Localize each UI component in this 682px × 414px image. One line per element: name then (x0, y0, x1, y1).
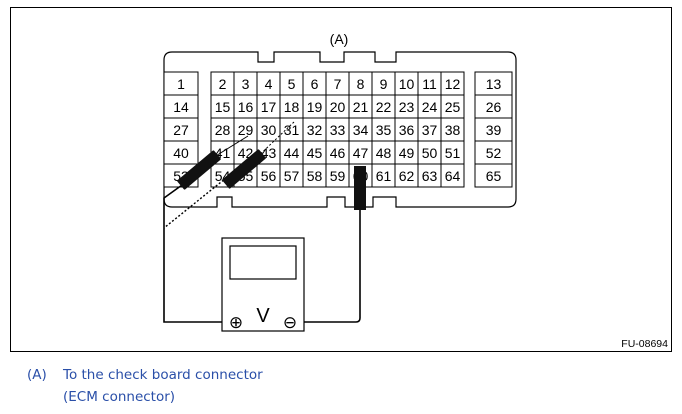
terminal-number: 17 (261, 99, 277, 115)
terminal-number: 4 (265, 76, 273, 92)
terminal-number: 40 (173, 145, 189, 161)
terminal-number: 10 (399, 76, 415, 92)
terminal-number: 57 (284, 168, 300, 184)
probe-middle (222, 149, 266, 189)
probe-wire-left (163, 179, 228, 323)
terminal-number: 38 (445, 122, 461, 138)
terminal-number: 65 (486, 168, 502, 184)
terminal-number: 52 (486, 145, 502, 161)
voltmeter-minus-terminal: ⊖ (283, 313, 297, 333)
terminal-block-right: 13 26 39 52 65 (474, 71, 513, 188)
terminal-number: 47 (353, 145, 369, 161)
terminal-number: 44 (284, 145, 300, 161)
terminal-number: 5 (288, 76, 296, 92)
terminal-number: 9 (380, 76, 388, 92)
terminal-number: 33 (330, 122, 346, 138)
terminal-number: 15 (215, 99, 231, 115)
terminal-number: 24 (422, 99, 438, 115)
terminal-number: 59 (330, 168, 346, 184)
terminal-number: 32 (307, 122, 323, 138)
terminal-number: 36 (399, 122, 415, 138)
terminal-number: 39 (486, 122, 502, 138)
terminal-number: 31 (284, 122, 300, 138)
terminal-number: 12 (445, 76, 461, 92)
terminal-number: 30 (261, 122, 277, 138)
voltmeter-plus-terminal: ⊕ (229, 313, 243, 333)
terminal-number: 28 (215, 122, 231, 138)
terminal-number: 27 (173, 122, 189, 138)
terminal-number: 37 (422, 122, 438, 138)
terminal-number: 22 (376, 99, 392, 115)
terminal-number: 25 (445, 99, 461, 115)
terminal-number: 61 (376, 168, 392, 184)
terminal-number: 21 (353, 99, 369, 115)
terminal-cell (474, 163, 513, 188)
terminal-number: 51 (445, 145, 461, 161)
connector-label: (A) (330, 31, 349, 47)
terminal-number: 18 (284, 99, 300, 115)
terminal-number: 49 (399, 145, 415, 161)
terminal-number: 63 (422, 168, 438, 184)
terminal-number: 13 (486, 76, 502, 92)
caption-tag: (A) (27, 367, 47, 383)
terminal-number: 48 (376, 145, 392, 161)
terminal-number: 6 (311, 76, 319, 92)
terminal-number: 29 (238, 122, 254, 138)
voltmeter-display (229, 245, 297, 280)
terminal-number: 2 (219, 76, 227, 92)
voltmeter-unit: V (256, 305, 270, 327)
terminal-number: 3 (242, 76, 250, 92)
terminal-number: 14 (173, 99, 189, 115)
probe-wire-right (298, 210, 361, 323)
terminal-number: 35 (376, 122, 392, 138)
terminal-number: 46 (330, 145, 346, 161)
terminal-number: 56 (261, 168, 277, 184)
terminal-number: 34 (353, 122, 369, 138)
terminal-number: 16 (238, 99, 254, 115)
terminal-number: 50 (422, 145, 438, 161)
terminal-number: 20 (330, 99, 346, 115)
caption-line-1: To the check board connector (63, 367, 263, 383)
terminal-number: 1 (177, 76, 185, 92)
caption-line-2: (ECM connector) (63, 389, 176, 405)
terminal-number: 58 (307, 168, 323, 184)
terminal-number: 62 (399, 168, 415, 184)
probe-right (354, 166, 366, 210)
terminal-number: 26 (486, 99, 502, 115)
terminal-number: 11 (422, 76, 437, 92)
terminal-number: 19 (307, 99, 323, 115)
terminal-number: 8 (357, 76, 365, 92)
terminal-cell (440, 163, 465, 188)
figure-reference: FU-08694 (621, 338, 668, 350)
terminal-number: 7 (334, 76, 342, 92)
terminal-number: 45 (307, 145, 323, 161)
terminal-number: 64 (445, 168, 461, 184)
probe-left (177, 150, 221, 190)
probe-wire-dotted (163, 169, 237, 229)
terminal-number: 23 (399, 99, 415, 115)
